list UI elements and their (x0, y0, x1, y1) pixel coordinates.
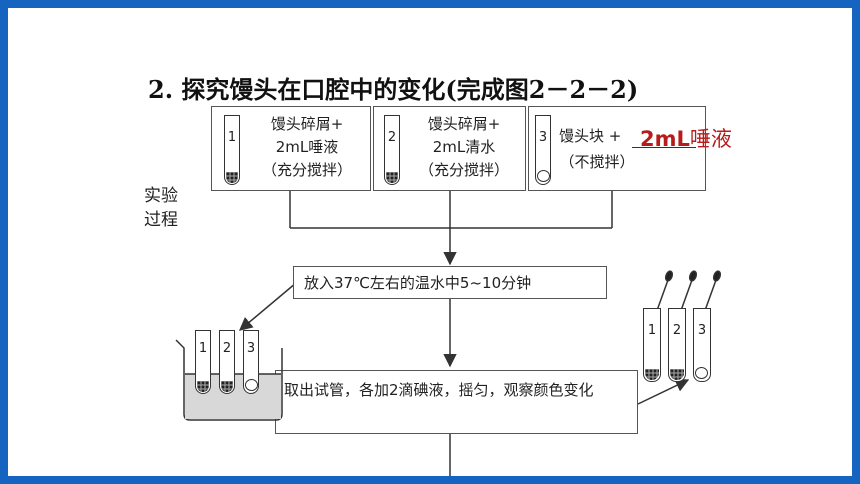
step2-box: 取出试管，各加2滴碘液，摇匀，观察颜色变化 (275, 370, 638, 434)
bread-crumbs (221, 381, 233, 392)
answer-text: 2mL唾液 (640, 123, 732, 153)
slide: 2. 探究馒头在口腔中的变化(完成图2－2－2) 1 馒头碎屑+ 2mL唾液 （… (8, 8, 852, 476)
step1-text: 放入37℃左右的温水中5~10分钟 (304, 274, 532, 292)
tube2-desc-line1: 馒头碎屑+ (427, 115, 501, 133)
beaker-tube-1: 1 (195, 330, 211, 394)
tube1-desc-line1: 馒头碎屑+ (270, 115, 344, 133)
bread-crumbs (197, 381, 209, 392)
tube-number: 2 (387, 130, 397, 145)
bread-crumbs (670, 369, 684, 380)
tube3-setup-box: 3 馒头块 + （不搅拌） (528, 106, 706, 191)
page-title: 2. 探究馒头在口腔中的变化(完成图2－2－2) (148, 75, 639, 104)
result-tube-3: 3 (693, 308, 711, 382)
bread-crumbs (226, 172, 238, 183)
result-tube-2: 2 (668, 308, 686, 382)
step2-text: 取出试管，各加2滴碘液，摇匀，观察颜色变化 (284, 381, 594, 399)
tube2-setup-box: 2 馒头碎屑+ 2mL清水 （充分搅拌） (373, 106, 526, 191)
tube1-desc-line2: 2mL唾液 (275, 138, 339, 156)
arrow-to-results (637, 379, 690, 405)
tube-number: 1 (227, 130, 237, 145)
droppers (654, 270, 722, 317)
answer-blank-line (632, 147, 696, 148)
answer-word: 唾液 (689, 127, 732, 151)
bread-lump (537, 170, 550, 182)
test-tube-2: 2 (384, 115, 400, 185)
arrow-to-beaker (238, 282, 297, 331)
tube1-desc-line3: （充分搅拌） (261, 161, 352, 179)
tube-number: 3 (538, 130, 548, 145)
process-label: 实验过程 (144, 186, 178, 230)
flow-connectors (238, 190, 690, 476)
result-tube-1: 1 (643, 308, 661, 382)
tube1-setup-box: 1 馒头碎屑+ 2mL唾液 （充分搅拌） (211, 106, 371, 191)
test-tube-1: 1 (224, 115, 240, 185)
bread-crumbs (386, 172, 398, 183)
beaker-tube-2: 2 (219, 330, 235, 394)
tube-number: 1 (647, 323, 657, 338)
tube-number: 2 (672, 323, 682, 338)
bread-crumbs (645, 369, 659, 380)
tube2-desc-line3: （充分搅拌） (418, 161, 509, 179)
bread-lump (695, 367, 708, 379)
tube-number: 3 (697, 323, 707, 338)
tube3-desc-line1: 馒头块 + (559, 127, 622, 145)
answer-unit: 2mL (640, 127, 690, 151)
step1-box: 放入37℃左右的温水中5~10分钟 (293, 266, 607, 299)
beaker-tube-3: 3 (243, 330, 259, 394)
tube-number: 2 (222, 341, 232, 356)
tube-number: 3 (246, 341, 256, 356)
tube2-desc-line2: 2mL清水 (432, 138, 496, 156)
bread-lump (245, 379, 258, 391)
tube-number: 1 (198, 341, 208, 356)
test-tube-3: 3 (535, 115, 551, 185)
tube3-desc-line3: （不搅拌） (559, 153, 635, 171)
